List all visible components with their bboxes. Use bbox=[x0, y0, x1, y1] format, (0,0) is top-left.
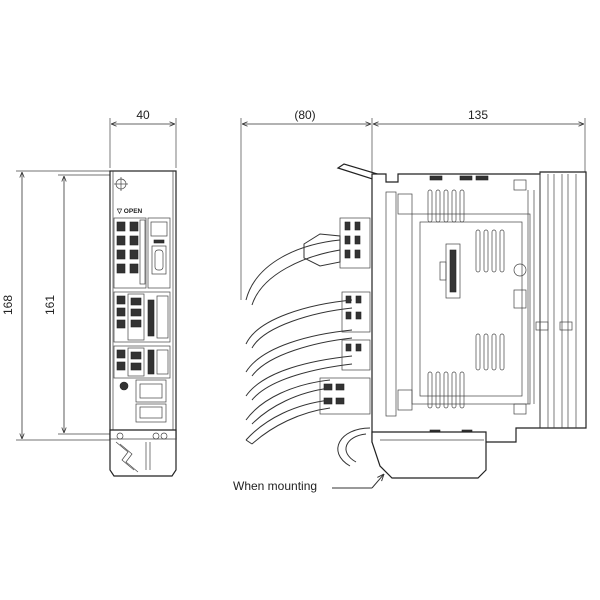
front-connector-middle bbox=[113, 291, 171, 343]
side-vents-mid-right bbox=[475, 229, 505, 371]
dimension-width-40: 40 bbox=[109, 108, 177, 168]
side-plug-connectors bbox=[303, 217, 371, 415]
dimension-label-40: 40 bbox=[136, 108, 150, 122]
side-bottom-cover bbox=[337, 427, 487, 479]
dimension-depth-80: (80) bbox=[240, 108, 373, 300]
front-display-port bbox=[147, 217, 171, 289]
side-vents-lower bbox=[427, 371, 465, 409]
dimension-height-161: 161 bbox=[43, 174, 112, 435]
side-view: When mounting bbox=[233, 163, 587, 493]
side-heatsink-fins bbox=[513, 172, 577, 428]
dimension-label-135: 135 bbox=[468, 108, 488, 122]
side-cables bbox=[245, 239, 353, 445]
front-connector-upper bbox=[113, 217, 147, 289]
dimension-depth-135: 135 bbox=[373, 108, 586, 175]
dimension-label-161: 161 bbox=[43, 295, 57, 315]
dimension-label-168: 168 bbox=[1, 295, 15, 315]
front-bottom-cover bbox=[109, 429, 177, 477]
mounting-leader bbox=[332, 474, 384, 489]
mounting-note-label: When mounting bbox=[233, 479, 317, 493]
front-view: ▽ OPEN bbox=[109, 170, 177, 477]
front-open-label: ▽ OPEN bbox=[116, 208, 143, 215]
front-connector-lower bbox=[113, 345, 171, 391]
side-vents-upper bbox=[427, 189, 465, 223]
front-terminal-block bbox=[135, 379, 167, 423]
dimension-height-168: 168 bbox=[1, 170, 112, 441]
dimension-label-80: (80) bbox=[294, 108, 315, 122]
